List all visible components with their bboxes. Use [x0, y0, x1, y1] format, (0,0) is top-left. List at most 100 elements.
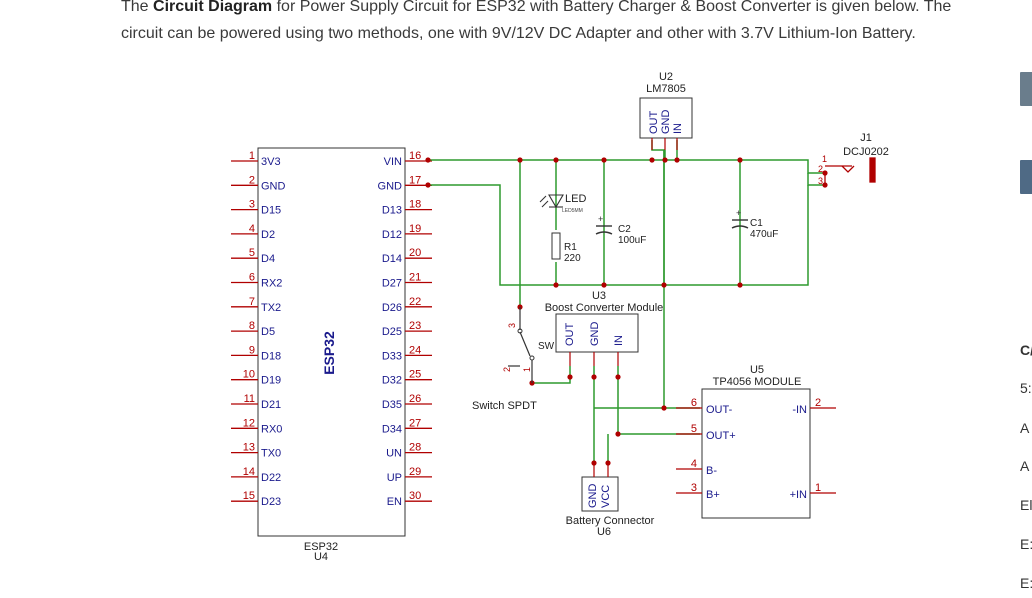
- esp32-pin-label: D26: [382, 302, 402, 314]
- boost-body: [555, 313, 639, 353]
- jack-pin-3: 3: [818, 176, 823, 186]
- esp32-pin-label: UN: [386, 448, 402, 460]
- jack-symbol: [824, 157, 876, 185]
- esp32-pin-number: 11: [244, 393, 255, 405]
- esp32-pin-number: 1: [249, 150, 255, 162]
- sidebar-item[interactable]: A: [1020, 458, 1030, 474]
- intro-bold-term: Circuit Diagram: [153, 0, 273, 15]
- esp32-pin-number: 3: [249, 199, 255, 211]
- switch-pin-1: 1: [522, 367, 532, 372]
- esp32-pin-label: D15: [261, 205, 281, 217]
- sidebar-item[interactable]: El: [1020, 497, 1032, 513]
- c1-symbol: [731, 219, 749, 229]
- esp32-pin-number: 8: [249, 320, 255, 332]
- c1-ref: C1: [750, 218, 763, 229]
- esp32-pin-label: D34: [382, 423, 402, 435]
- esp32-pin-number: 4: [249, 223, 255, 235]
- tp4056-name: TP4056 MODULE: [713, 376, 802, 388]
- c2-symbol: [595, 225, 613, 235]
- esp32-pin-label: TX2: [261, 302, 281, 314]
- boost-ref: U3: [592, 290, 606, 302]
- battery-pin-vcc: VCC: [600, 485, 612, 508]
- esp32-pin-label: D21: [261, 399, 281, 411]
- esp32-pin-label: EN: [387, 496, 402, 508]
- esp32-pin-number: 7: [249, 296, 255, 308]
- sidebar-item[interactable]: 5:: [1020, 380, 1032, 396]
- esp32-pin-number: 27: [409, 417, 421, 429]
- tp4056-pin-label: OUT-: [706, 404, 733, 416]
- esp32-pin-label: GND: [378, 180, 403, 192]
- tp4056-body: [701, 388, 811, 519]
- battery-body: [581, 476, 619, 512]
- regulator-pin-in: IN: [672, 123, 684, 134]
- sidebar-item[interactable]: A: [1020, 420, 1030, 436]
- svg-text:+: +: [736, 208, 741, 218]
- regulator-body: [639, 97, 693, 139]
- esp32-pin-number: 28: [409, 442, 421, 454]
- esp32-pin-number: 13: [243, 442, 255, 454]
- jack-name: DCJ0202: [843, 146, 889, 158]
- led-sub: LED5MM: [562, 208, 583, 214]
- tp4056-pin-number: 2: [815, 397, 821, 409]
- regulator-ref: U2: [659, 71, 673, 83]
- esp32-pin-number: 10: [243, 369, 255, 381]
- sidebar-item[interactable]: E:: [1020, 536, 1032, 552]
- switch-name: Switch SPDT: [472, 400, 537, 412]
- svg-text:+: +: [598, 214, 603, 224]
- sidebar-thumbnail-2[interactable]: [1020, 160, 1032, 194]
- boost-name: Boost Converter Module: [545, 302, 664, 314]
- tp4056-pin-label: -IN: [792, 404, 807, 416]
- esp32-pin-label: D23: [261, 496, 281, 508]
- r1-ref: R1: [564, 242, 577, 253]
- esp32-pin-number: 6: [249, 272, 255, 284]
- tp4056-pin-number: 5: [691, 423, 697, 435]
- r1-body: [551, 232, 561, 260]
- c2-value: 100uF: [618, 235, 646, 246]
- tp4056-pin-number: 1: [815, 482, 821, 494]
- esp32-ref: U4: [314, 551, 328, 563]
- tp4056-pin-label: B-: [706, 465, 717, 477]
- esp32-pin-label: D19: [261, 375, 281, 387]
- intro-line2: circuit can be powered using two methods…: [121, 25, 916, 42]
- c1-value: 470uF: [750, 229, 778, 240]
- esp32-pin-label: D18: [261, 350, 281, 362]
- tp4056-pin-label: +IN: [790, 489, 807, 501]
- esp32-pin-label: RX2: [261, 278, 282, 290]
- esp32-pin-label: D5: [261, 326, 275, 338]
- esp32-pin-number: 18: [409, 199, 421, 211]
- esp32-pin-label: D14: [382, 253, 402, 265]
- jack-pin-1: 1: [822, 154, 827, 164]
- tp4056-pin-label: OUT+: [706, 430, 736, 442]
- tp4056-pin-label: B+: [706, 489, 720, 501]
- battery-name: Battery Connector: [566, 515, 655, 527]
- esp32-pin-label: GND: [261, 180, 286, 192]
- intro-paragraph: The Circuit Diagram for Power Supply Cir…: [121, 0, 1001, 47]
- sidebar-item[interactable]: E:: [1020, 575, 1032, 591]
- esp32-pin-number: 21: [409, 272, 421, 284]
- r1-value: 220: [564, 253, 581, 264]
- esp32-pin-label: D4: [261, 253, 275, 265]
- esp32-pin-number: 26: [409, 393, 421, 405]
- esp32-name: ESP32: [321, 331, 337, 375]
- esp32-pin-label: TX0: [261, 448, 281, 460]
- esp32-pin-number: 19: [409, 223, 421, 235]
- tp4056-pin-number: 3: [691, 482, 697, 494]
- esp32-pin-label: D33: [382, 350, 402, 362]
- esp32-ref-name: ESP32: [304, 541, 338, 553]
- boost-pin-out: OUT: [564, 323, 576, 347]
- esp32-right-pins: 16VIN17GND18D1319D1220D1421D2722D2623D25…: [378, 150, 432, 508]
- esp32-pin-label: D35: [382, 399, 402, 411]
- esp32-pin-number: 14: [243, 466, 255, 478]
- esp32-pin-number: 29: [409, 466, 421, 478]
- esp32-pin-label: D12: [382, 229, 402, 241]
- switch-symbol: [508, 307, 533, 383]
- switch-pin-2: 2: [502, 367, 512, 372]
- c2-ref: C2: [618, 224, 631, 235]
- esp32-pin-label: D25: [382, 326, 402, 338]
- sidebar-thumbnail-1[interactable]: [1020, 72, 1032, 106]
- esp32-pin-number: 16: [409, 150, 421, 162]
- esp32-pin-label: UP: [387, 472, 402, 484]
- intro-line1: for Power Supply Circuit for ESP32 with …: [272, 0, 952, 15]
